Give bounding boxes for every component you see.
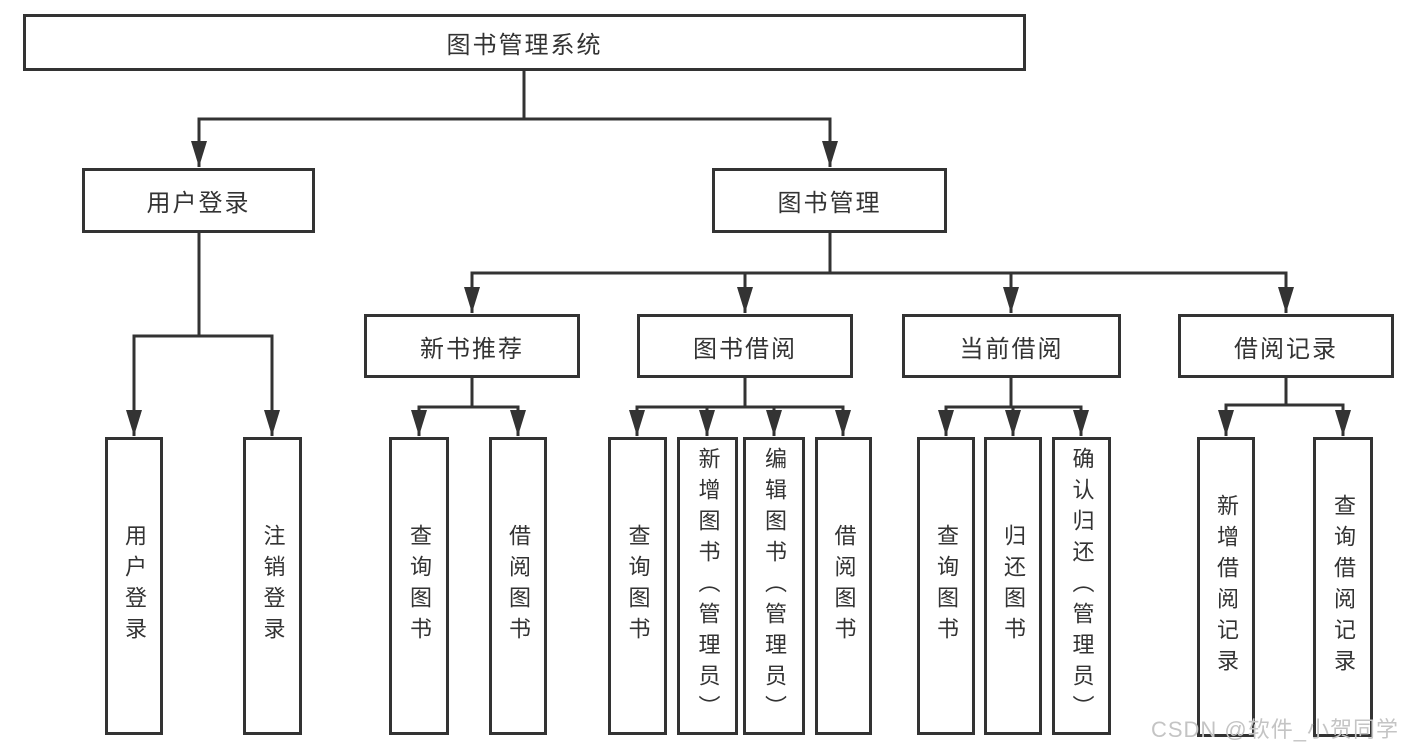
leaf-edit-book-admin: 编辑图书（管理员） <box>743 437 805 735</box>
node-book-management: 图书管理 <box>712 168 947 233</box>
leaf-logout: 注销登录 <box>243 437 302 735</box>
leaf-add-borrow-record: 新增借阅记录 <box>1197 437 1255 737</box>
node-book-borrowing: 图书借阅 <box>637 314 853 378</box>
leaf-user-login: 用户登录 <box>105 437 163 735</box>
leaf-search-borrow-record: 查询借阅记录 <box>1313 437 1373 737</box>
leaf-return-books: 归还图书 <box>984 437 1042 735</box>
leaf-add-book-admin: 新增图书（管理员） <box>677 437 738 735</box>
node-user-login: 用户登录 <box>82 168 315 233</box>
leaf-search-books-recommend: 查询图书 <box>389 437 449 735</box>
leaf-confirm-return-admin: 确认归还（管理员） <box>1052 437 1111 735</box>
node-borrowing-records: 借阅记录 <box>1178 314 1394 378</box>
leaf-search-books-current: 查询图书 <box>917 437 975 735</box>
leaf-borrow-books-borrowing: 借阅图书 <box>815 437 872 735</box>
leaf-search-books-borrowing: 查询图书 <box>608 437 667 735</box>
node-new-book-recommendation: 新书推荐 <box>364 314 580 378</box>
watermark: CSDN @软件_小贺同学 <box>1150 717 1399 742</box>
node-current-borrowing: 当前借阅 <box>902 314 1121 378</box>
node-library-management-system: 图书管理系统 <box>23 14 1026 71</box>
leaf-borrow-books-recommend: 借阅图书 <box>489 437 547 735</box>
